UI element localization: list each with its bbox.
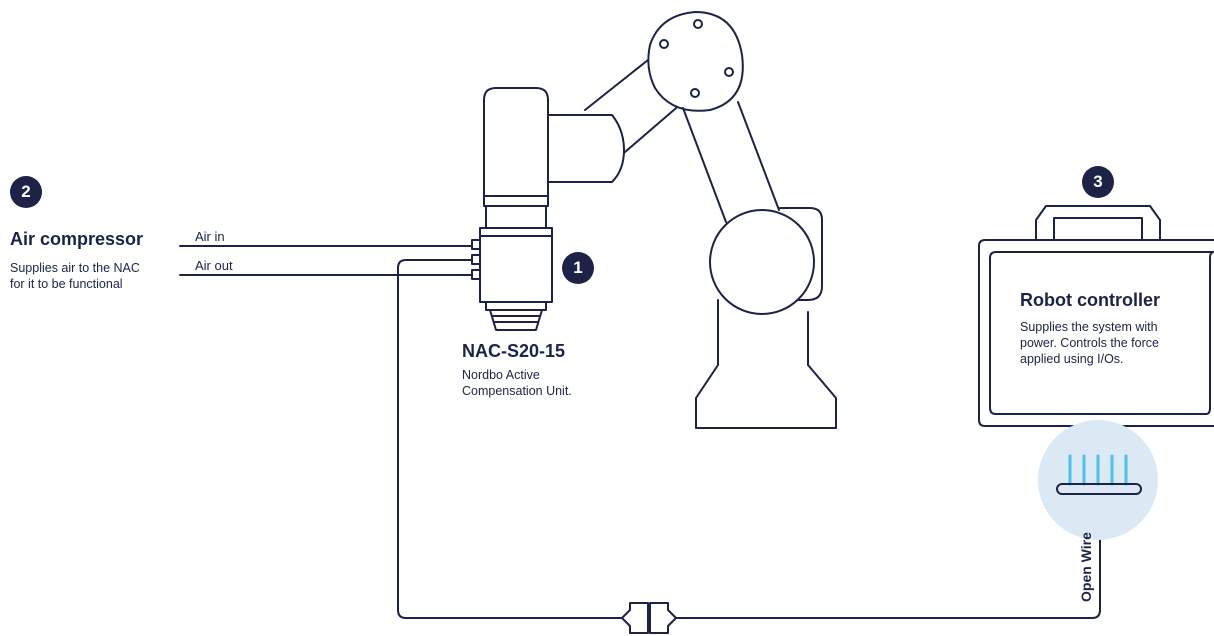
nac-tip-rings [492,315,540,323]
nac-top-collar [479,227,553,237]
badge-controller: 3 [1082,166,1114,198]
open-wire-terminal [1038,420,1158,540]
nac-desc-line1: Nordbo Active [462,368,540,382]
robot-controller [978,205,1214,427]
nac-desc-line2: Compensation Unit. [462,384,572,398]
compressor-desc-line1: Supplies air to the NAC [10,261,140,275]
nac-fitting-signal [471,269,481,280]
robot-lower-link [682,101,780,223]
open-wire-label: Open Wire [1078,532,1094,602]
controller-title: Robot controller [1020,290,1160,310]
controller-desc-line3: applied using I/Os. [1020,352,1124,366]
nac-fitting-air-in [471,239,481,250]
controller-case [978,239,1214,427]
signal-cable [397,259,1101,634]
nac-bottom-collar [485,301,547,311]
air-in-label: Air in [195,229,225,244]
badge-nac: 1 [562,252,594,284]
robot-tool-neck [485,205,547,229]
badge-compressor: 2 [10,176,42,208]
robot-joint-bolt [690,88,700,98]
cable-connector [649,602,677,634]
robot-tool-body [483,87,549,197]
nac-tool-tip [489,309,543,331]
robot-base-pillar [695,299,837,429]
open-wire-strands [1068,454,1128,486]
nac-body [479,235,553,303]
nac-fitting-air-out [471,254,481,265]
robot-tool-ring [483,195,549,207]
compressor-desc-line2: for it to be functional [10,277,123,291]
controller-handle-grip [1053,217,1143,241]
robot-top-joint [647,11,744,112]
controller-desc-line2: power. Controls the force [1020,336,1159,350]
nac-title: NAC-S20-15 [462,341,566,361]
air-out-label: Air out [195,258,233,273]
open-wire-terminal-block [1056,483,1142,495]
robot-joint-bolt [693,19,703,29]
robot-wrist-link [547,114,625,183]
robot-joint-bolt [659,39,669,49]
controller-desc-line1: Supplies the system with [1020,320,1158,334]
air-lines [179,245,473,276]
robot-joint-bolt [724,67,734,77]
controller-screen [989,251,1214,415]
robot-shoulder-joint [709,209,815,315]
compressor-title: Air compressor [10,229,144,249]
robot-arm [483,11,837,429]
cable-connector [621,602,649,634]
robot-upper-link [584,59,683,159]
signal-cable-path [397,259,1101,619]
nac-unit [471,227,553,331]
